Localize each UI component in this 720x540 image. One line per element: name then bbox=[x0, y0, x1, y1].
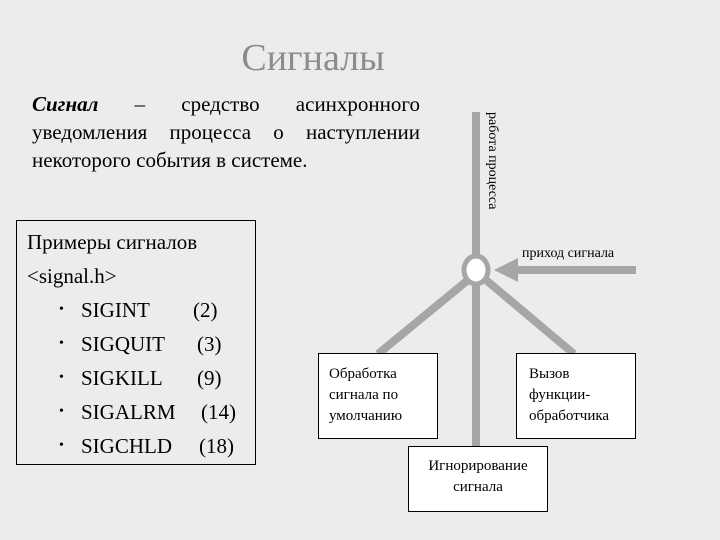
branch-line-right bbox=[483, 276, 577, 358]
default-handling-box: Обработка сигнала по умолчанию bbox=[318, 353, 438, 439]
definition-text: – средство асинхронного уведомления проц… bbox=[32, 92, 420, 172]
bullet-icon: • bbox=[59, 438, 64, 453]
bullet-icon: • bbox=[59, 370, 64, 385]
examples-header-file: <signal.h> bbox=[27, 264, 117, 288]
signal-name: SIGCHLD bbox=[81, 434, 173, 458]
branch-line-left bbox=[375, 276, 471, 358]
handler-call-box: Вызов функции-обработчика bbox=[516, 353, 636, 439]
bullet-icon: • bbox=[59, 302, 64, 317]
signal-name: SIGKILL bbox=[81, 366, 163, 390]
signal-junction-node bbox=[461, 253, 491, 287]
process-work-label: работа процесса bbox=[485, 112, 500, 210]
ignore-signal-box: Игнорирование сигнала bbox=[408, 446, 548, 512]
signal-number: (18) bbox=[199, 434, 234, 458]
examples-title: Примеры сигналов bbox=[27, 230, 198, 254]
signal-number: (14) bbox=[201, 400, 236, 424]
bullet-icon: • bbox=[59, 336, 64, 351]
signal-arrival-label: приход сигнала bbox=[522, 246, 615, 261]
signal-name: SIGALRM bbox=[81, 400, 176, 424]
signal-name: SIGQUIT bbox=[81, 332, 165, 356]
signal-definition: Сигнал – средство асинхронного уведомлен… bbox=[32, 90, 420, 174]
signal-number: (2) bbox=[193, 298, 218, 322]
signal-number: (9) bbox=[197, 366, 222, 390]
signal-arrow-head-icon bbox=[494, 258, 518, 282]
page-title: Сигналы bbox=[241, 37, 385, 79]
signal-name: SIGINT bbox=[81, 298, 150, 322]
signal-examples-box: Примеры сигналов <signal.h> • SIGINT (2)… bbox=[16, 220, 256, 465]
bullet-icon: • bbox=[59, 404, 64, 419]
definition-term: Сигнал bbox=[32, 92, 99, 116]
signal-number: (3) bbox=[197, 332, 222, 356]
